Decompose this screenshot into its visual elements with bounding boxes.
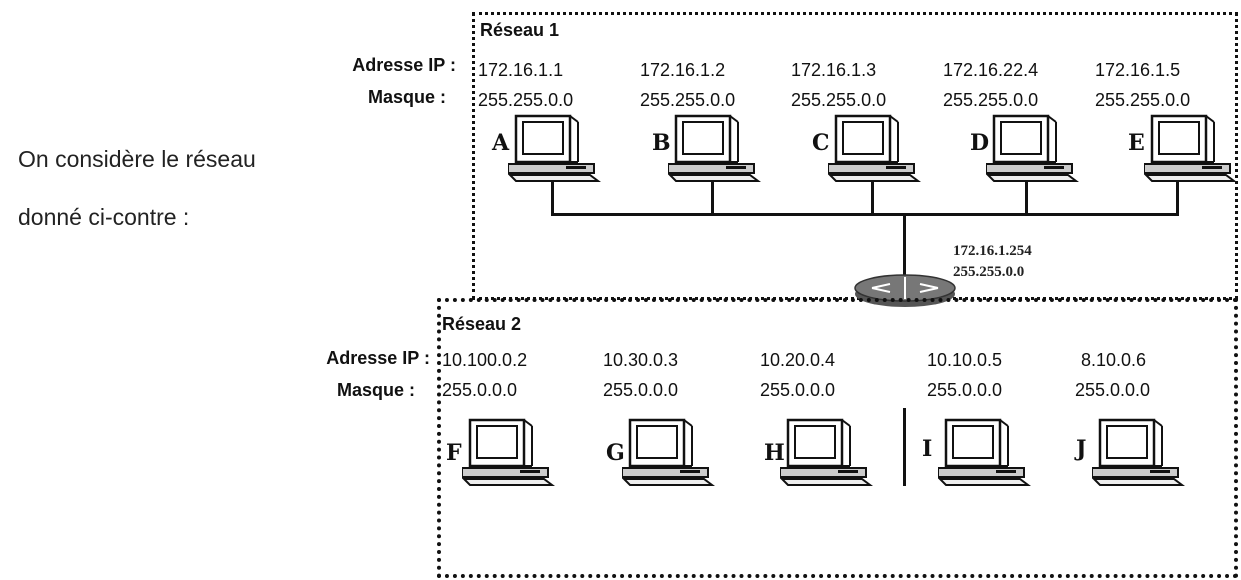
host-e-computer-icon bbox=[1144, 114, 1236, 183]
host-b-mask: 255.255.0.0 bbox=[640, 90, 736, 110]
network-1-mask-label: Masque : bbox=[367, 87, 446, 107]
host-g-ip: 10.30.0.3 bbox=[603, 350, 679, 370]
host-h-letter: H bbox=[764, 440, 785, 466]
intro-line-1: On considère le réseau bbox=[18, 146, 256, 172]
host-b-ip: 172.16.1.2 bbox=[640, 60, 726, 80]
router-uplink bbox=[903, 213, 906, 275]
host-f-letter: F bbox=[446, 440, 462, 466]
host-g-computer-icon bbox=[622, 418, 714, 487]
host-c-drop bbox=[871, 182, 874, 214]
host-d-letter: D bbox=[970, 130, 990, 156]
host-d-drop bbox=[1025, 182, 1028, 214]
host-j-ip: 8.10.0.6 bbox=[1081, 350, 1147, 370]
host-a-ip: 172.16.1.1 bbox=[478, 60, 564, 80]
host-j-mask: 255.0.0.0 bbox=[1075, 380, 1151, 400]
host-a-mask: 255.255.0.0 bbox=[478, 90, 574, 110]
network-1-bus bbox=[551, 213, 1179, 216]
host-b-letter: B bbox=[652, 130, 671, 156]
host-b-drop bbox=[711, 182, 714, 214]
host-a-drop bbox=[551, 182, 554, 214]
network-2-title: Réseau 2 bbox=[442, 314, 522, 334]
network-1-ip-label: Adresse IP : bbox=[352, 55, 456, 75]
host-h-mask: 255.0.0.0 bbox=[760, 380, 836, 400]
host-d-ip: 172.16.22.4 bbox=[943, 60, 1039, 80]
host-g-mask: 255.0.0.0 bbox=[603, 380, 679, 400]
separator-line bbox=[903, 408, 906, 486]
router-mask: 255.255.0.0 bbox=[953, 264, 1025, 280]
host-e-ip: 172.16.1.5 bbox=[1095, 60, 1181, 80]
host-a-letter: A bbox=[492, 130, 510, 156]
host-g-letter: G bbox=[606, 440, 625, 466]
intro-line-2: donné ci-contre : bbox=[18, 204, 190, 230]
host-j-letter: J bbox=[1076, 436, 1087, 462]
host-h-ip: 10.20.0.4 bbox=[760, 350, 836, 370]
host-e-mask: 255.255.0.0 bbox=[1095, 90, 1191, 110]
host-f-mask: 255.0.0.0 bbox=[442, 380, 518, 400]
network-2-mask-label: Masque : bbox=[336, 380, 415, 400]
host-a-computer-icon bbox=[508, 114, 600, 183]
network-2-box bbox=[437, 298, 1238, 578]
host-c-ip: 172.16.1.3 bbox=[791, 60, 877, 80]
host-c-computer-icon bbox=[828, 114, 920, 183]
network-1-title: Réseau 1 bbox=[480, 20, 560, 40]
host-f-computer-icon bbox=[462, 418, 554, 487]
host-c-letter: C bbox=[812, 130, 830, 156]
host-b-computer-icon bbox=[668, 114, 760, 183]
host-i-ip: 10.10.0.5 bbox=[927, 350, 1003, 370]
host-i-letter: I bbox=[922, 436, 933, 462]
host-i-mask: 255.0.0.0 bbox=[927, 380, 1003, 400]
host-e-drop bbox=[1176, 182, 1179, 214]
host-i-computer-icon bbox=[938, 418, 1030, 487]
host-h-computer-icon bbox=[780, 418, 872, 487]
host-d-computer-icon bbox=[986, 114, 1078, 183]
host-f-ip: 10.100.0.2 bbox=[442, 350, 528, 370]
network-2-ip-label: Adresse IP : bbox=[326, 348, 430, 368]
host-j-computer-icon bbox=[1092, 418, 1184, 487]
host-e-letter: E bbox=[1128, 130, 1145, 156]
router-ip: 172.16.1.254 bbox=[953, 243, 1032, 259]
host-c-mask: 255.255.0.0 bbox=[791, 90, 887, 110]
host-d-mask: 255.255.0.0 bbox=[943, 90, 1039, 110]
